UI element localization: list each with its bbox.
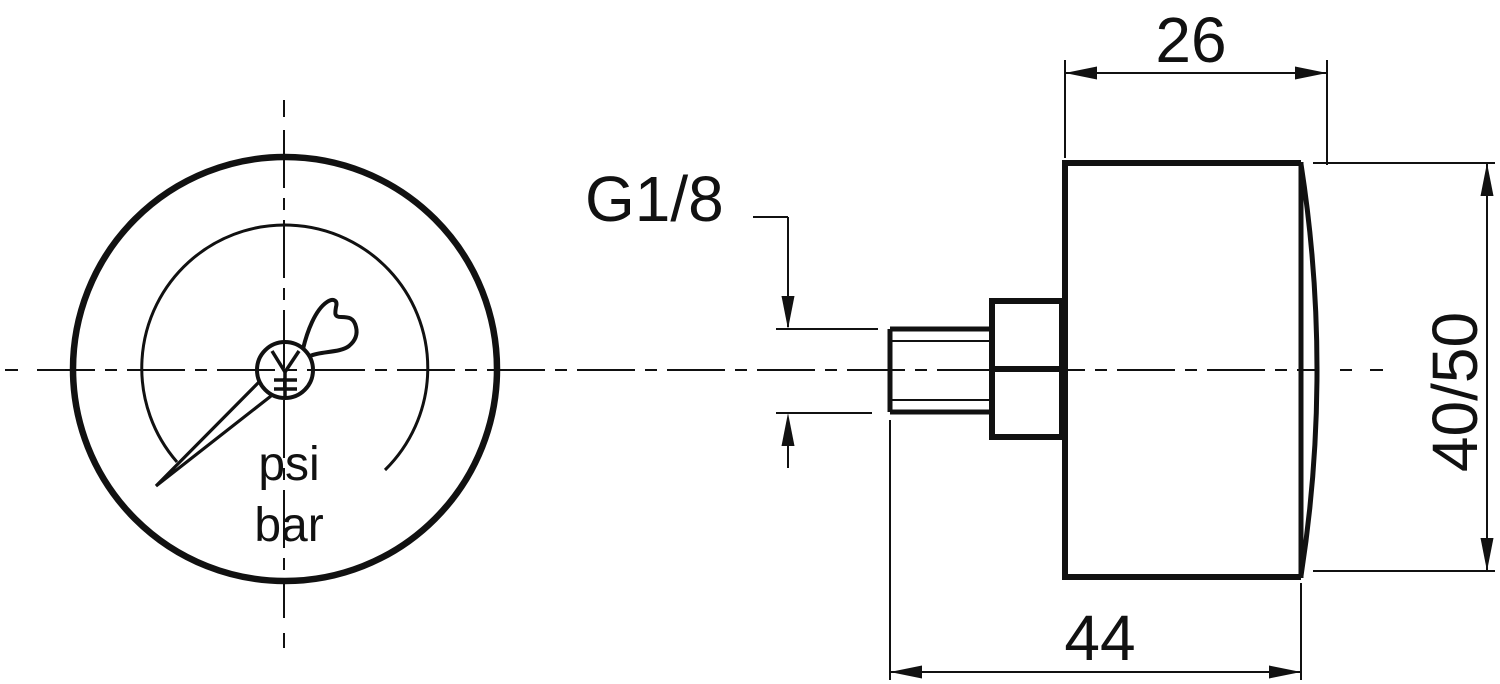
dim-text-40-50: 40/50 (1419, 312, 1491, 472)
dimension-diameter: 40/50 (1313, 162, 1495, 572)
needle-counterweight (301, 297, 359, 358)
thread-callout: G1/8 (585, 163, 878, 468)
arrow-down-icon (781, 296, 795, 329)
wrench-flats-block (989, 298, 1065, 440)
thread-label: G1/8 (585, 163, 724, 235)
gauge-needle (154, 379, 272, 488)
hub-adjuster-icon (270, 350, 301, 397)
unit-label-psi: psi (258, 438, 319, 491)
bezel-arc (1298, 163, 1320, 577)
dim-text-44: 44 (1064, 602, 1135, 674)
dial-scale-arc (140, 223, 430, 472)
arrow-right-icon (1269, 665, 1301, 679)
gauge-hub (255, 340, 315, 400)
threaded-stem (887, 326, 990, 415)
front-view: psi bar (69, 153, 501, 585)
dimension-case-depth: 26 (1064, 4, 1328, 165)
dimension-overall-length: 44 (889, 420, 1302, 680)
arrow-up-icon (1480, 163, 1494, 196)
arrow-left-icon (890, 665, 922, 679)
side-view (887, 160, 1320, 580)
case-body (1062, 160, 1320, 580)
arrow-up-icon (781, 413, 795, 446)
arrow-left-icon (1065, 66, 1097, 80)
arrow-down-icon (1480, 538, 1494, 571)
arrow-right-icon (1295, 66, 1327, 80)
gauge-outer-ring (69, 153, 501, 585)
unit-label-bar: bar (254, 499, 323, 552)
dim-text-26: 26 (1155, 4, 1226, 76)
